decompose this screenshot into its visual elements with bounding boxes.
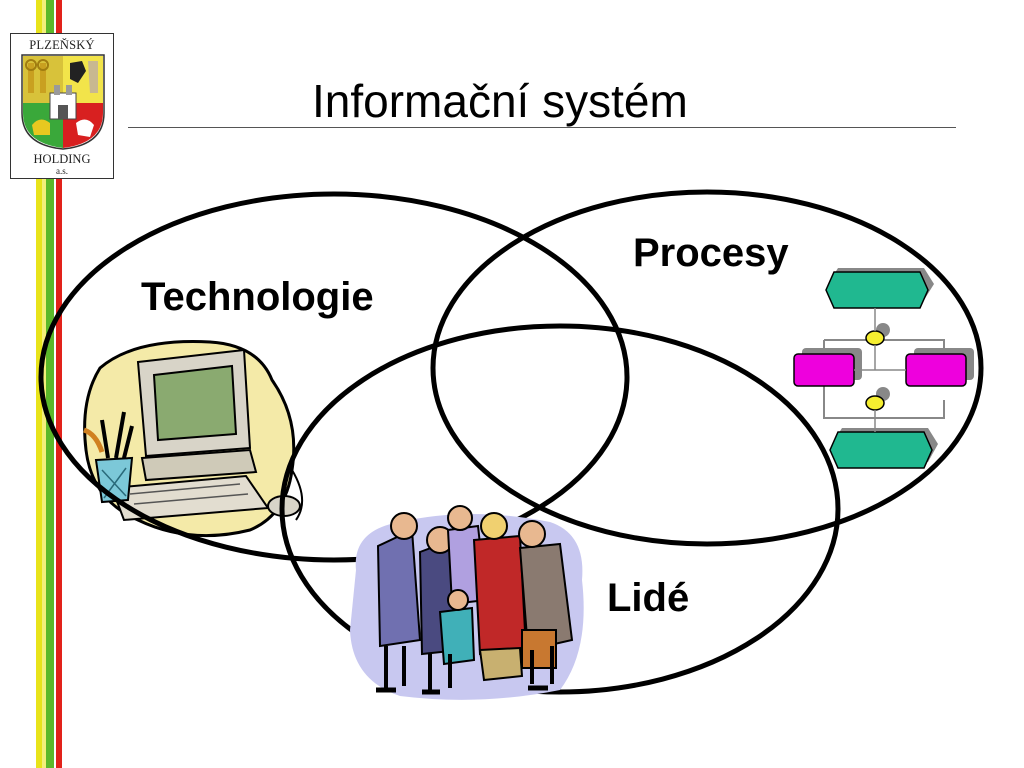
stripe-green xyxy=(46,0,54,768)
label-lide: Lidé xyxy=(607,576,690,620)
venn-circle-lide xyxy=(279,323,841,695)
label-technologie: Technologie xyxy=(141,275,374,319)
title-underline xyxy=(128,127,956,128)
stripe-yellow-light xyxy=(42,0,46,768)
coat-of-arms-icon xyxy=(21,54,105,150)
people-group-clipart-icon xyxy=(350,505,584,700)
page-title: Informační systém xyxy=(312,75,688,127)
logo-top-text: PLZEŇSKÝ xyxy=(29,38,95,52)
company-logo: PLZEŇSKÝ HOLDING a.s. xyxy=(10,33,114,179)
logo-sub-text: a.s. xyxy=(56,166,68,176)
process-flow-clipart-icon xyxy=(793,268,974,469)
logo-bottom-text: HOLDING xyxy=(33,152,91,166)
computer-clipart-icon xyxy=(83,340,303,538)
venn-circle-technologie xyxy=(38,191,630,563)
venn-circle-procesy xyxy=(430,189,984,547)
label-procesy: Procesy xyxy=(633,231,789,275)
stripe-red xyxy=(56,0,62,768)
